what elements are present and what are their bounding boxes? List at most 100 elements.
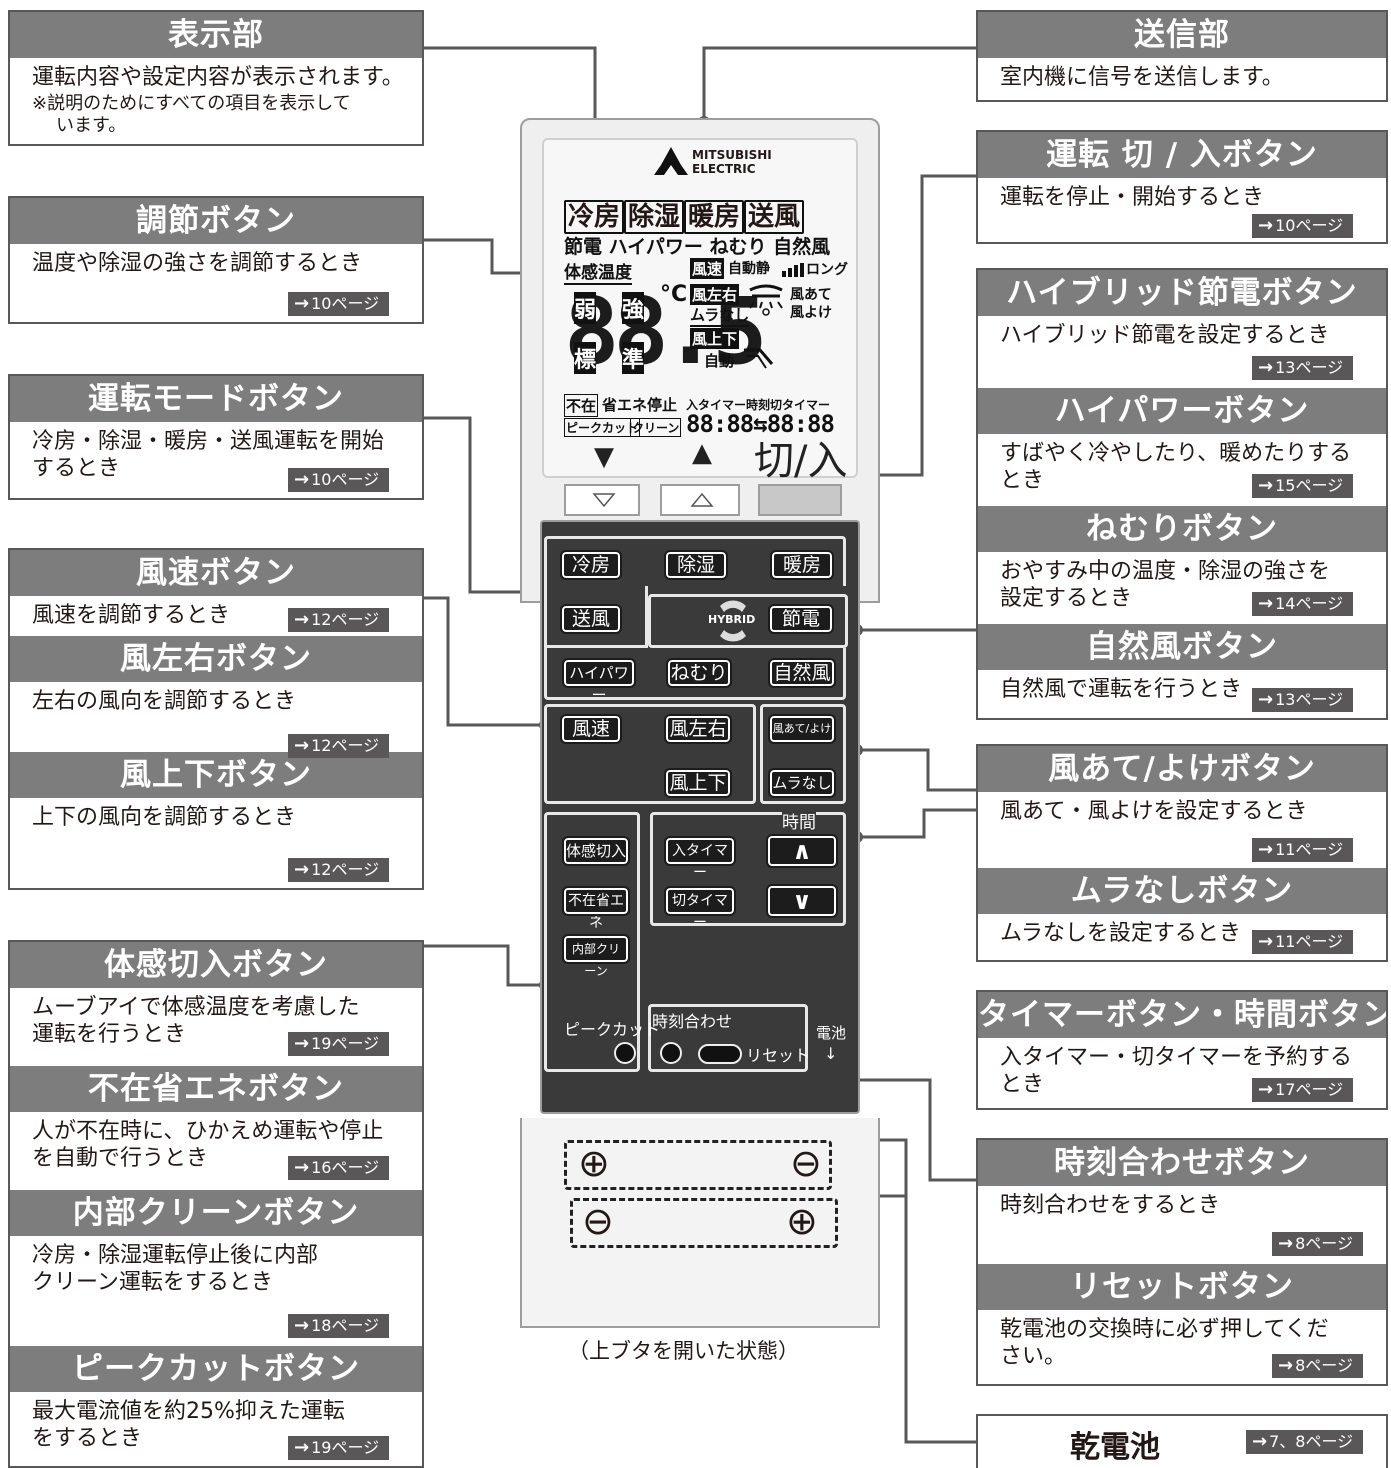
page-reference: →10ページ [288,468,390,492]
callout-text: さい。 [1000,1344,1067,1369]
callout-body: 風速を調節するとき [10,596,422,636]
callout-title: タイマーボタン・時間ボタン [978,992,1386,1038]
arrow-icon: → [294,609,310,630]
arrow-icon: → [1258,593,1274,614]
off-timer-button[interactable]: 切タイマー [664,886,736,931]
callout-text: するとき [32,456,121,481]
clock-set-button[interactable] [660,1042,682,1064]
callout-text: 運転内容や設定内容が表示されます。 [32,65,404,90]
battery-slot-1 [564,1140,832,1190]
callout-body: 室内機に信号を送信します。 [978,58,1386,91]
callout-text: 風速を調節するとき [32,603,231,628]
page-label: 19ページ [311,1438,380,1457]
callout-text: 入タイマー・切タイマーを予約する [1000,1045,1353,1070]
page-label: 12ページ [311,736,380,755]
callout-body: ムーブアイで体感温度を考慮した運転を行うとき [10,988,422,1066]
arrow-icon: → [294,735,310,756]
natural-wind-button[interactable]: 自然風 [768,658,836,688]
dry-button[interactable]: 除湿 [664,550,728,580]
page-label: 17ページ [1275,1080,1344,1099]
battery-arrow-icon: ↓ [824,1044,838,1063]
time-up-button[interactable]: ∧ [766,834,838,868]
lcd-time-digits: 88:88⇆88:88 [686,410,835,438]
callout-title: 時刻合わせボタン [978,1140,1386,1186]
callout-text: 乾電池の交換時に必ず押してくだ [1000,1317,1329,1342]
arrow-icon: → [1258,215,1274,236]
page-reference: →16ページ [288,1156,390,1180]
callout-text: ムーブアイで体感温度を考慮した [32,995,360,1020]
wind-hit-avoid-button[interactable]: 風あて/よけ [768,714,836,744]
fan-speed-button[interactable]: 風速 [560,714,622,744]
callout-title: 運転 切 / 入ボタン [978,132,1386,178]
taikan-button[interactable]: 体感切入 [562,836,630,866]
arrow-icon: → [1278,1355,1294,1376]
speed-bars-icon [782,262,804,277]
callout-right-group-2: 風あて/よけボタン 風あて・風よけを設定するとき →11ページ ムラなしボタン … [976,744,1388,962]
callout-text: とき [1000,468,1045,493]
setsuden-button[interactable]: 節電 [768,604,834,634]
jikan-label: 時間 [782,808,816,833]
cool-button[interactable]: 冷房 [560,550,622,580]
callout-title: ハイブリッド節電ボタン [978,270,1386,316]
wind-ud-button[interactable]: 風上下 [664,768,732,798]
lcd-long: ロング [806,262,848,278]
callout-body: 風あて・風よけを設定するとき [978,792,1386,868]
callout-title: 内部クリーンボタン [10,1190,422,1236]
peak-cut-button[interactable] [614,1042,636,1064]
muranashi-button[interactable]: ムラなし [768,768,836,798]
lcd-kaze-yoke: 風よけ [790,305,832,321]
callout-title: ねむりボタン [978,506,1386,552]
battery-minus-icon: ⊖ [582,1199,614,1243]
page-reference: →12ページ [288,734,390,758]
temp-down-button[interactable] [564,484,640,516]
callout-text: を自動で行うとき [32,1146,209,1171]
hit-group-frame [760,704,846,804]
lcd-jun: 準 [622,342,645,374]
reset-button[interactable] [698,1044,742,1064]
wind-group-frame [544,704,756,804]
power-label: 切/入 [754,438,848,484]
hipower-button[interactable]: ハイパワー [562,658,636,704]
time-down-button[interactable]: ∨ [766,884,838,918]
peak-label: ピークカット [564,1020,661,1039]
callout-text: 自然風で運転を行うとき [1000,677,1243,702]
in-timer-button[interactable]: 入タイマー [664,836,736,881]
callout-text: 運転を停止・開始するとき [1000,185,1265,210]
lcd-fuusoku-opts: 自動静 [728,261,770,277]
arrow-icon: → [294,859,310,880]
fan-button[interactable]: 送風 [560,604,622,634]
callout-body: ハイブリッド節電を設定するとき [978,316,1386,388]
arrow-icon: → [294,1033,310,1054]
wind-lr-button[interactable]: 風左右 [664,714,732,744]
lcd-hyou: 標 [574,342,597,374]
callout-text: 時刻合わせをするとき [1000,1193,1221,1218]
hybrid-logo-icon [706,598,760,648]
arrow-icon: → [294,469,310,490]
arrow-icon: → [1258,931,1274,952]
callout-title: 運転モードボタン [10,376,422,422]
page-reference: →17ページ [1252,1078,1354,1102]
page-label: 8ページ [1295,1356,1353,1375]
callout-body: 運転を停止・開始するとき [978,178,1386,211]
lcd-kyou: 強 [622,292,645,324]
temp-up-button[interactable] [660,484,740,516]
callout-text: とき [1000,1072,1045,1097]
lcd-modes: 冷房除湿暖房送風 [564,196,805,234]
clean-button[interactable]: 内部クリーン [562,934,630,978]
callout-title: ムラなしボタン [978,868,1386,914]
callout-title: ピークカットボタン [10,1346,422,1392]
callout-text: おやすみ中の温度・除湿の強さを [1000,559,1331,584]
brand-line-1: MITSUBISHI [692,148,772,162]
sleep-button[interactable]: ねむり [666,658,732,688]
heat-button[interactable]: 暖房 [770,550,834,580]
callout-title: 自然風ボタン [978,624,1386,670]
fuzai-button[interactable]: 不在省エネ [562,886,630,931]
callout-title: 風速ボタン [10,550,422,596]
arrow-icon: → [1278,1233,1294,1254]
page-reference: →11ページ [1252,930,1354,954]
left-group-frame [544,812,640,1072]
page-label: 10ページ [311,294,380,313]
power-button[interactable] [758,484,842,516]
page-label: 14ページ [1275,594,1344,613]
arrow-icon: → [1258,475,1274,496]
